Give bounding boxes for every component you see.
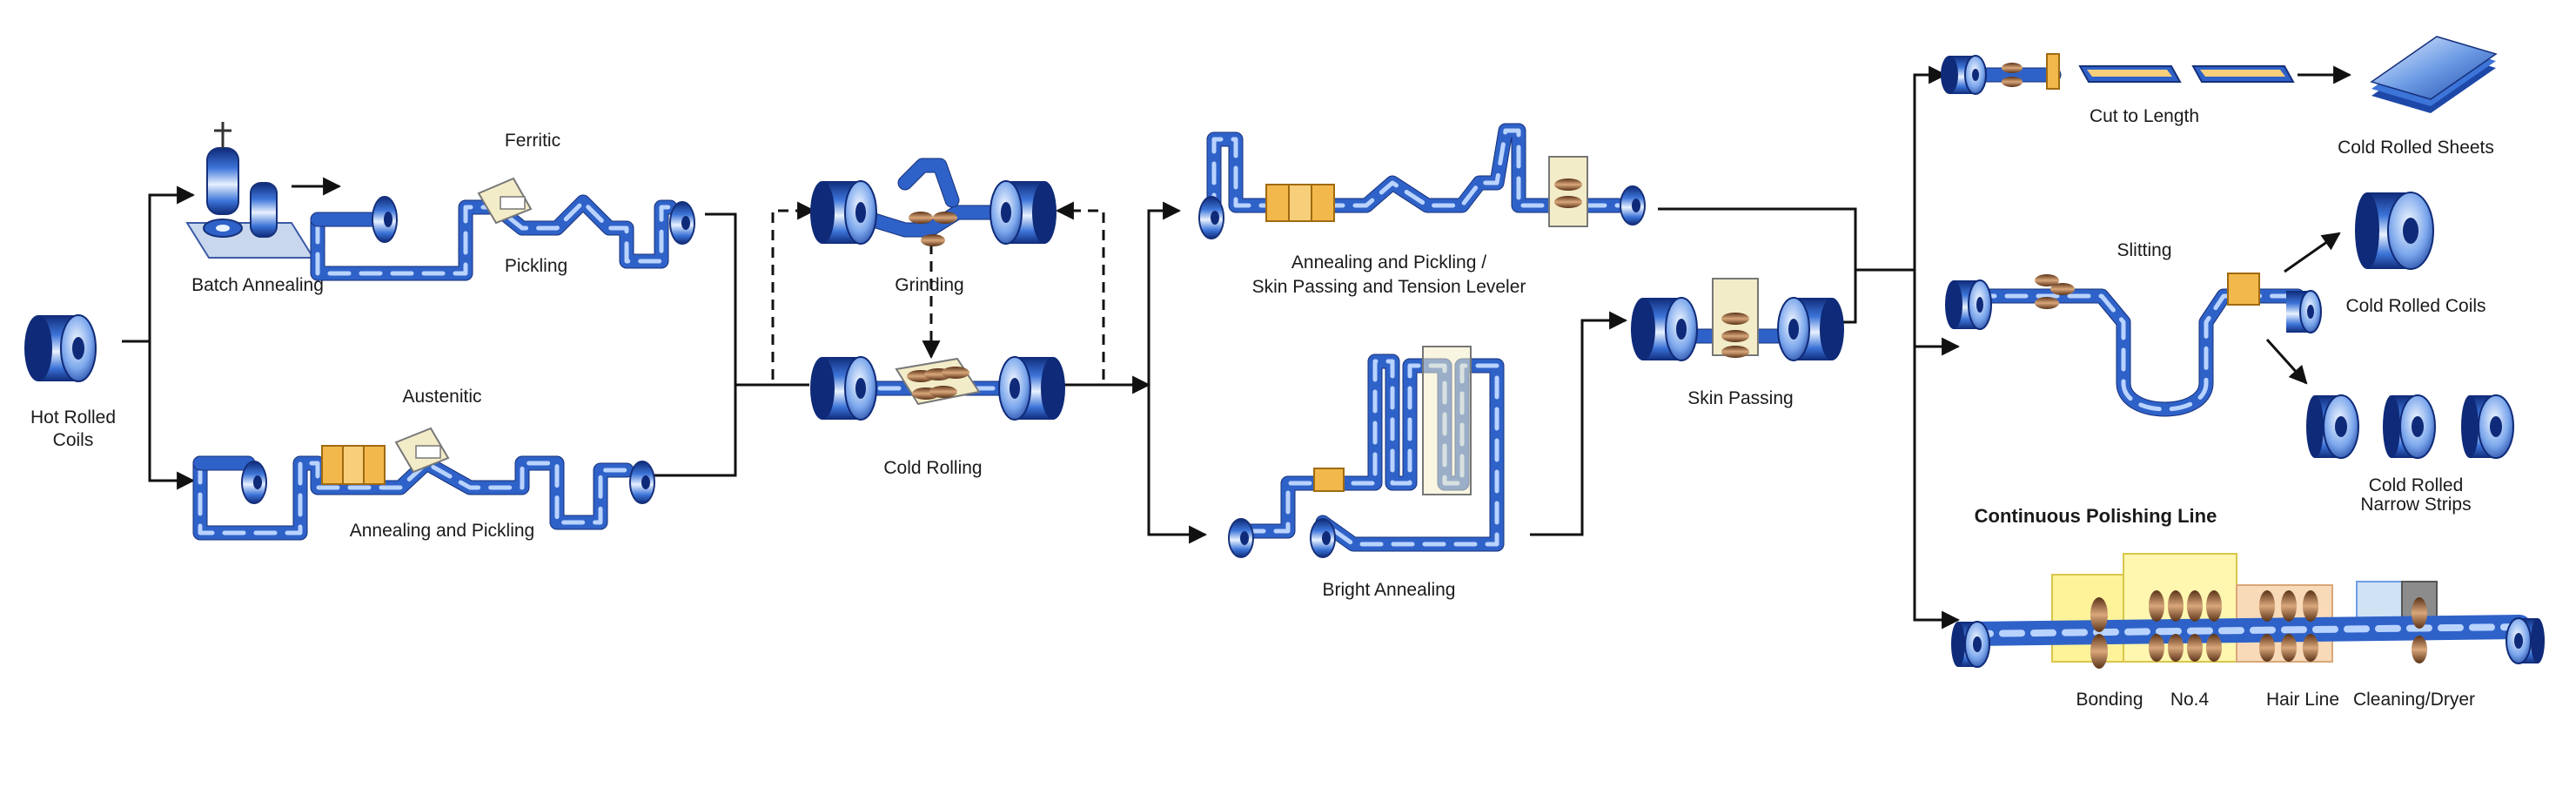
arrow-austenitic-out bbox=[648, 385, 737, 477]
label-cold-rolled-sheets: Cold Rolled Sheets bbox=[2338, 138, 2494, 158]
cold-rolling-mill bbox=[810, 356, 1065, 421]
label-annealing-pickling-skin-line2: Skin Passing and Tension Leveler bbox=[1252, 277, 1526, 297]
annealing-pickling-skin-passing-line bbox=[1198, 123, 1646, 239]
label-bonding: Bonding bbox=[2076, 690, 2143, 710]
cold-rolled-narrow-strips-icon bbox=[2306, 394, 2514, 459]
label-batch-annealing: Batch Annealing bbox=[191, 275, 324, 295]
label-narrow-strips-line1: Cold Rolled bbox=[2369, 475, 2464, 495]
label-slitting: Slitting bbox=[2116, 240, 2171, 260]
label-hot-rolled-coils-line1: Hot Rolled bbox=[30, 407, 116, 428]
label-cold-rolled-coils: Cold Rolled Coils bbox=[2345, 296, 2485, 316]
cut-to-length-line bbox=[1941, 53, 2295, 95]
label-hot-rolled-coils-line2: Coils bbox=[53, 430, 94, 450]
austenitic-annealing-pickling-line bbox=[192, 427, 655, 541]
arrow-hot-coils-trunk bbox=[122, 185, 196, 343]
label-continuous-polishing-line: Continuous Polishing Line bbox=[1975, 505, 2217, 527]
arrow-ferritic-out bbox=[705, 212, 775, 387]
label-skin-passing: Skin Passing bbox=[1687, 388, 1793, 408]
cold-rolled-coils-icon bbox=[2355, 192, 2434, 270]
bright-annealing-line bbox=[1228, 346, 1505, 558]
arrow-to-annealing-skin bbox=[1147, 201, 1182, 385]
arrow-bright-annealing-out bbox=[1530, 311, 1628, 536]
arrow-annealing-skin-out bbox=[1658, 207, 1857, 270]
dashed-arrow-to-grinding-left bbox=[771, 201, 816, 380]
label-bright-annealing: Bright Annealing bbox=[1323, 580, 1456, 600]
hot-rolled-coils-icon bbox=[24, 314, 97, 382]
arrow-to-polishing-line bbox=[1913, 347, 1961, 630]
continuous-polishing-line bbox=[1951, 553, 2545, 669]
label-no4: No.4 bbox=[2170, 690, 2210, 710]
label-pickling: Pickling bbox=[505, 256, 567, 276]
label-cleaning-dryer: Cleaning/Dryer bbox=[2353, 690, 2475, 710]
diagram-labels: Hot Rolled Coils Ferritic Batch Annealin… bbox=[30, 106, 2494, 710]
arrow-to-bright-annealing bbox=[1147, 385, 1208, 544]
label-annealing-and-pickling: Annealing and Pickling bbox=[350, 521, 534, 541]
arrow-hot-coils-to-austenitic bbox=[148, 341, 196, 490]
label-narrow-strips-line2: Narrow Strips bbox=[2360, 495, 2471, 515]
cold-rolled-sheets-icon bbox=[2370, 36, 2498, 113]
label-grinding: Grinding bbox=[895, 275, 963, 295]
slitting-line bbox=[1945, 273, 2322, 417]
label-cut-to-length: Cut to Length bbox=[2090, 106, 2199, 126]
annealing-furnace-blocks bbox=[321, 445, 386, 485]
label-annealing-pickling-skin-line1: Annealing and Pickling / bbox=[1291, 252, 1486, 273]
label-hair-line: Hair Line bbox=[2266, 690, 2339, 710]
ferritic-pickling-line bbox=[310, 177, 695, 281]
arrow-to-cut-to-length bbox=[1913, 65, 1948, 270]
grinding-machine bbox=[810, 158, 1057, 246]
label-ferritic: Ferritic bbox=[505, 131, 560, 151]
polishing-rollers bbox=[2090, 590, 2427, 669]
arrow-to-narrow-strips bbox=[2265, 338, 2308, 385]
dashed-arrow-to-grinding-right bbox=[1055, 201, 1105, 380]
batch-annealing-equipment bbox=[185, 122, 315, 259]
label-austenitic: Austenitic bbox=[402, 387, 481, 407]
arrow-to-cold-rolled-coils bbox=[2284, 232, 2341, 273]
label-cold-rolling: Cold Rolling bbox=[883, 458, 982, 478]
skin-passing-mill bbox=[1631, 278, 1844, 361]
